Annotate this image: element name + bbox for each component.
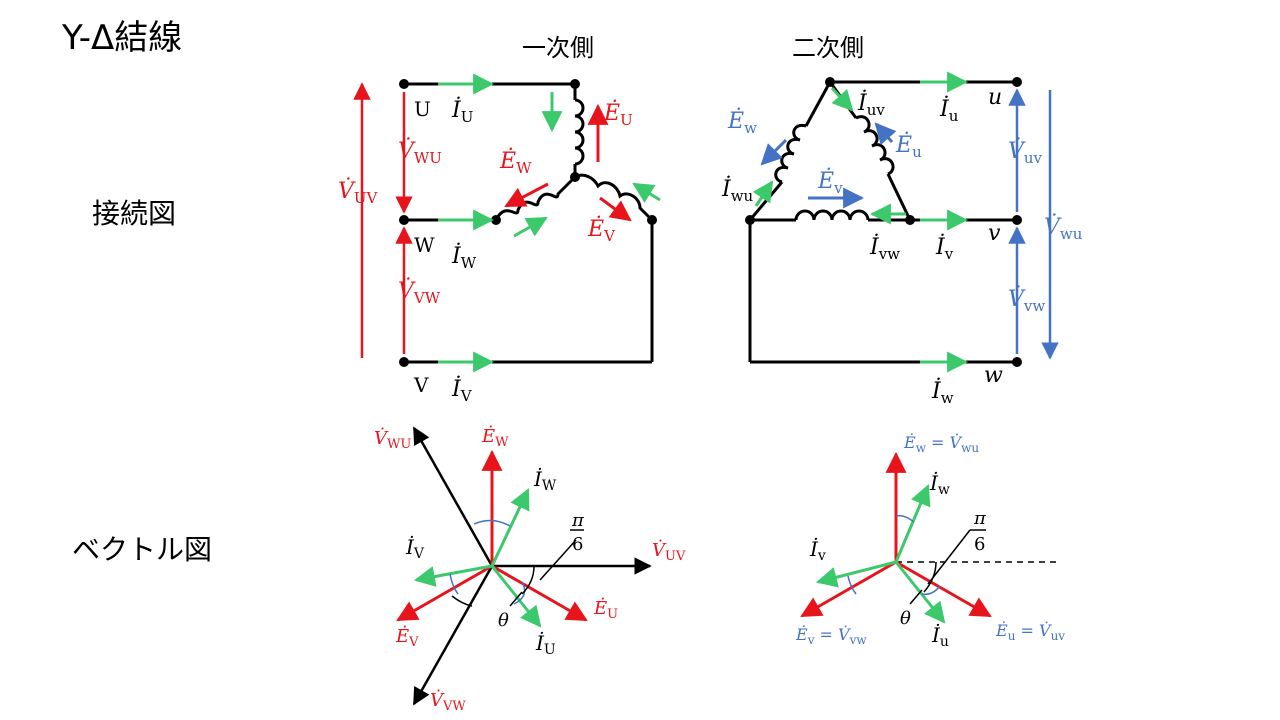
coil-v [574,173,654,222]
vlabel-Iv: İv [809,537,826,564]
vlabel-Ew-eq: Ėw = V̇wu [903,432,979,455]
label-Iw: İw [931,377,954,407]
vlabel-IU: İU [535,631,556,658]
vlabel-Ev-eq: Ėv = V̇vw [795,624,867,647]
terminal-u: u [988,85,1002,110]
label-VWU: V̇WU [398,138,442,167]
vector-secondary: π 6 θ [800,451,1058,629]
connection-diagram-label: 接続図 [92,197,177,230]
label-Iwu: İwu [721,175,754,205]
angle-arc-v2 [847,575,857,595]
label-VUV: V̇UV [338,178,379,207]
coil-wu [774,123,807,184]
label-EW: ĖW [499,147,532,177]
arrow-EW [504,182,549,208]
terminal-V: V [413,373,429,397]
arrow-EV [599,196,632,222]
theta-leader [509,591,523,607]
arrow-Eu [874,122,897,146]
arrow-Iwu [752,180,774,207]
vec-EV [396,564,493,622]
angle-arc-w2 [895,514,915,523]
secondary-side-label: 二次側 [792,34,864,62]
terminal-v: v [988,221,1001,246]
pi6-numerator-2: π [973,508,987,529]
vec-Ev [800,560,897,618]
coil-uv [855,115,895,176]
vec-IV [413,564,493,587]
vlabel-IV: İV [405,535,425,562]
vlabel-VWU: V̇WU [374,427,411,452]
label-Iu: İu [939,95,959,125]
vlabel-Eu-eq: Ėu = V̇uv [995,620,1065,643]
vlabel-VUV: V̇UV [652,539,686,564]
angle-arc-u [513,581,526,605]
secondary-nodes [745,77,1022,367]
pi6-denominator-2: 6 [974,534,985,555]
theta-label: θ [498,610,509,631]
pi6-leader [539,539,577,581]
angle-arc-v-outer [451,595,473,607]
label-IW: İW [451,242,477,272]
theta-leader-2 [909,589,923,605]
vlabel-Iu: İu [931,623,949,650]
label-Ew: Ėw [727,107,757,137]
vec-Eu [895,560,992,618]
arrow-Ew [760,138,788,166]
label-Vvw: V̇vw [1008,286,1045,315]
primary-side-label: 一次側 [522,34,594,62]
label-Vuv: V̇uv [1008,138,1043,167]
vector-diagram-label: ベクトル図 [72,533,213,566]
arrow-phase-W-current [513,216,548,238]
arrow-phase-V-current [632,182,661,203]
page-title: Y-Δ結線 [62,18,183,58]
angle-arc-v [449,573,459,595]
vlabel-EW: ĖW [481,424,509,450]
arrow-Iuv [830,86,854,112]
label-Ev: Ėv [817,167,843,197]
theta-label-2: θ [900,608,911,629]
label-EV: ĖV [587,215,616,245]
vlabel-IW: İW [533,467,557,494]
pi6-leader-2 [927,529,971,585]
label-Ivw: İvw [869,233,900,263]
angle-arc-w [473,519,511,527]
secondary-wiring [748,80,1017,364]
vlabel-VVW: V̇VW [430,689,466,714]
vector-primary: π 6 θ [396,426,652,706]
label-Vwu: V̇wu [1044,214,1083,243]
label-Iuv: İuv [857,89,885,119]
vec-VVW [412,565,494,706]
vlabel-EU: ĖU [593,596,618,622]
vec-Iw [894,484,931,563]
label-Iv: İv [935,233,954,263]
coil-vw [794,209,870,221]
vec-IW [490,488,530,567]
terminal-W: W [414,233,435,257]
vlabel-Iw: İw [929,471,950,498]
vlabel-EV: ĖV [395,624,419,650]
label-IU: İU [451,96,473,126]
vec-IU [490,565,542,628]
pi6-denominator: 6 [572,534,583,555]
coil-w [494,175,577,221]
terminal-U: U [414,97,431,121]
vec-Iv [815,560,897,588]
label-EU: ĖU [603,99,633,129]
pi6-numerator: π [571,510,585,531]
angle-arc-u2 [921,585,941,596]
label-IV: İV [451,375,473,405]
vec-VWU [412,426,494,567]
label-Eu: Ėu [895,131,922,161]
vec-EU [491,564,588,622]
label-VVW: V̇VW [398,278,441,307]
coil-u [574,98,585,166]
terminal-w: w [984,363,1003,388]
theta-arc [521,565,535,595]
